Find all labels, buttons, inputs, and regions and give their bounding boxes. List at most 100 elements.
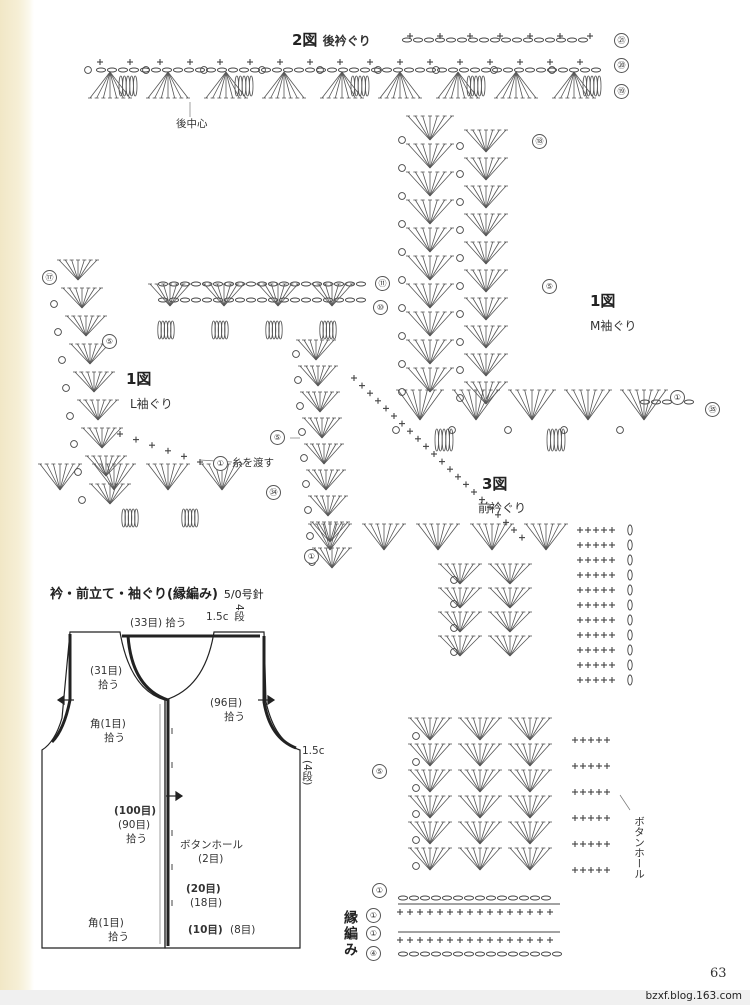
chain-stitch [500,37,512,43]
double-crochet [429,255,446,281]
double-crochet [407,171,431,197]
double-crochet [331,547,339,569]
double-crochet [429,795,438,819]
chain-stitch [463,895,475,901]
double-crochet [414,115,431,141]
double-crochet [87,371,95,393]
double-crochet [509,769,531,793]
double-crochet [325,547,333,569]
double-crochet [459,717,481,741]
double-crochet [475,389,484,421]
double-crochet [457,71,466,99]
double-crochet [509,847,531,871]
chain-stitch [485,951,497,957]
double-crochet [478,353,487,377]
row-number-5-lower: ⑤ [372,764,387,779]
double-crochet [587,389,596,421]
double-crochet [59,463,74,491]
picot [450,624,458,632]
row-number-17: ⑰ [42,270,57,285]
double-crochet [68,287,83,309]
double-crochet [325,469,339,491]
double-crochet [472,769,481,793]
double-crochet [459,587,481,609]
chain-stitch [117,67,129,73]
double-crochet [509,587,531,609]
double-crochet [516,743,531,767]
double-crochet [414,171,431,197]
double-crochet [475,389,492,421]
double-crochet [515,71,530,99]
double-crochet [307,391,321,413]
double-crochet [429,821,451,845]
picot [450,648,458,656]
double-crochet [318,283,333,307]
double-crochet [545,523,567,551]
double-crochet [429,199,453,225]
double-crochet [218,71,227,99]
double-crochet [223,283,232,307]
picot [292,350,300,358]
double-crochet [422,311,431,337]
row-number-35: ㉟ [705,402,720,417]
double-crochet [485,325,500,349]
double-crochet [636,389,645,421]
double-crochet [452,611,461,633]
double-crochet [109,71,124,99]
picot [456,282,464,290]
page-number: 63 [710,966,727,981]
picot [306,532,314,540]
double-crochet [79,315,87,337]
double-crochet [430,523,439,551]
picot [448,426,456,434]
double-crochet [101,427,109,449]
double-crochet [113,463,135,491]
double-crochet [472,795,481,819]
double-crochet [93,371,108,393]
double-crochet [90,483,111,505]
chain-stitch [456,37,468,43]
double-crochet [97,399,112,421]
double-crochet [516,795,531,819]
chain-stitch [128,67,140,73]
cluster-stitch [550,428,555,452]
double-crochet [429,339,446,365]
double-crochet [277,283,286,307]
double-crochet [509,743,531,767]
double-crochet [643,389,667,421]
double-crochet [485,353,507,377]
double-crochet [86,455,107,477]
double-crochet [429,367,453,393]
armhole-count: (96目) [210,697,243,709]
picot [456,338,464,346]
double-crochet [465,353,487,377]
chain-stitch [392,67,404,73]
double-crochet [485,185,500,209]
double-crochet [479,847,494,871]
chain-stitch [568,67,580,73]
double-crochet [446,635,461,657]
neck-count: (33目) 拾う [130,617,187,629]
double-crochet [429,769,438,793]
double-crochet [323,443,343,465]
double-crochet [479,743,494,767]
chain-stitch [524,67,536,73]
double-crochet [307,469,327,491]
double-crochet [429,227,453,253]
double-crochet [113,463,122,491]
cluster-stitch [470,75,475,97]
double-crochet [472,157,487,181]
double-crochet [59,463,68,491]
chain-stitch [397,895,409,901]
double-crochet [509,587,518,609]
double-crochet [89,343,97,365]
double-crochet [522,769,531,793]
double-crochet [545,523,554,551]
double-crochet [466,717,481,741]
double-crochet [419,389,443,421]
double-crochet [81,287,89,309]
double-crochet [516,821,531,845]
double-crochet [522,847,531,871]
double-crochet [429,339,438,365]
chain-stitch [183,67,195,73]
